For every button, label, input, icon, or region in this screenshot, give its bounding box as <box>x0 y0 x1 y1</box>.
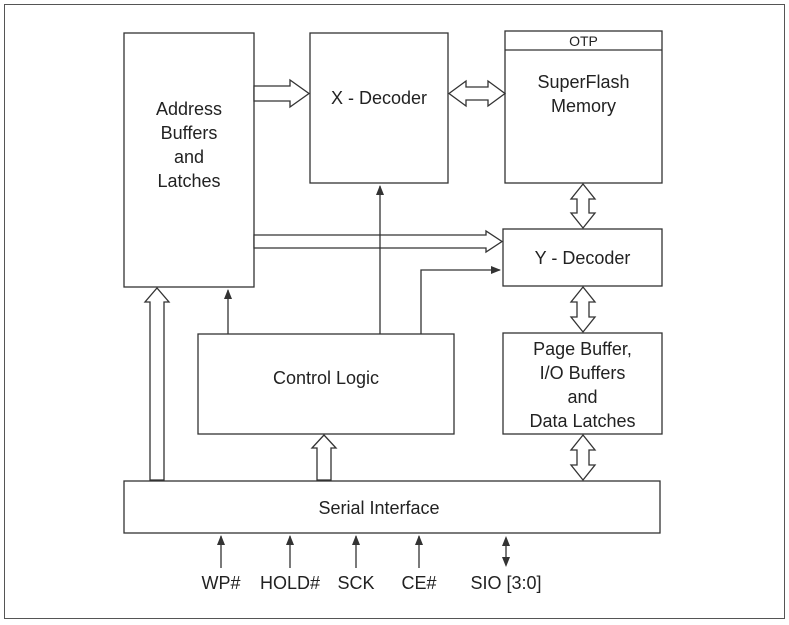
page-buffer-line-1: Page Buffer, <box>533 339 632 359</box>
serial-to-control-arrow <box>310 434 338 481</box>
y-decoder-block: Y - Decoder <box>502 228 663 287</box>
x-decoder-label: X - Decoder <box>331 88 427 108</box>
diagram-frame <box>4 4 785 619</box>
serial-to-address-arrow <box>143 287 171 481</box>
superflash-memory-block: OTP SuperFlash Memory <box>504 30 663 184</box>
pin-label-wp: WP# <box>201 573 240 593</box>
memory-label-line-1: SuperFlash <box>537 72 629 92</box>
address-buffers-line-3: and <box>174 147 204 167</box>
address-buffers-line-4: Latches <box>157 171 220 191</box>
control-logic-label: Control Logic <box>273 368 379 388</box>
ydecoder-pagebuffer-arrow <box>569 285 597 334</box>
serial-interface-label: Serial Interface <box>318 498 439 518</box>
page-buffer-block: Page Buffer, I/O Buffers and Data Latche… <box>502 332 663 435</box>
control-logic-block: Control Logic <box>197 333 455 435</box>
page-buffer-line-2: I/O Buffers <box>540 363 626 383</box>
addr-to-ydecoder-arrow <box>253 229 504 254</box>
address-buffers-line-1: Address <box>156 99 222 119</box>
otp-label: OTP <box>569 33 598 49</box>
xdecoder-memory-arrow <box>447 79 507 108</box>
memory-ydecoder-arrow <box>569 182 597 230</box>
memory-label-line-2: Memory <box>551 96 616 116</box>
pin-label-hold: HOLD# <box>260 573 320 593</box>
sio-pin-bidir-arrow <box>502 536 510 567</box>
pin-label-ce: CE# <box>401 573 436 593</box>
y-decoder-label: Y - Decoder <box>535 248 631 268</box>
pin-label-sck: SCK <box>337 573 374 593</box>
pin-label-sio: SIO [3:0] <box>470 573 541 593</box>
address-buffers-block: Address Buffers and Latches <box>123 32 255 288</box>
x-decoder-block: X - Decoder <box>309 32 449 184</box>
page-buffer-line-4: Data Latches <box>529 411 635 431</box>
addr-to-xdecoder-arrow <box>253 78 311 109</box>
page-buffer-line-3: and <box>567 387 597 407</box>
serial-interface-block: Serial Interface <box>123 480 661 534</box>
pagebuffer-serial-arrow <box>569 433 597 482</box>
control-to-ydecoder-line <box>420 266 501 334</box>
address-buffers-line-2: Buffers <box>161 123 218 143</box>
